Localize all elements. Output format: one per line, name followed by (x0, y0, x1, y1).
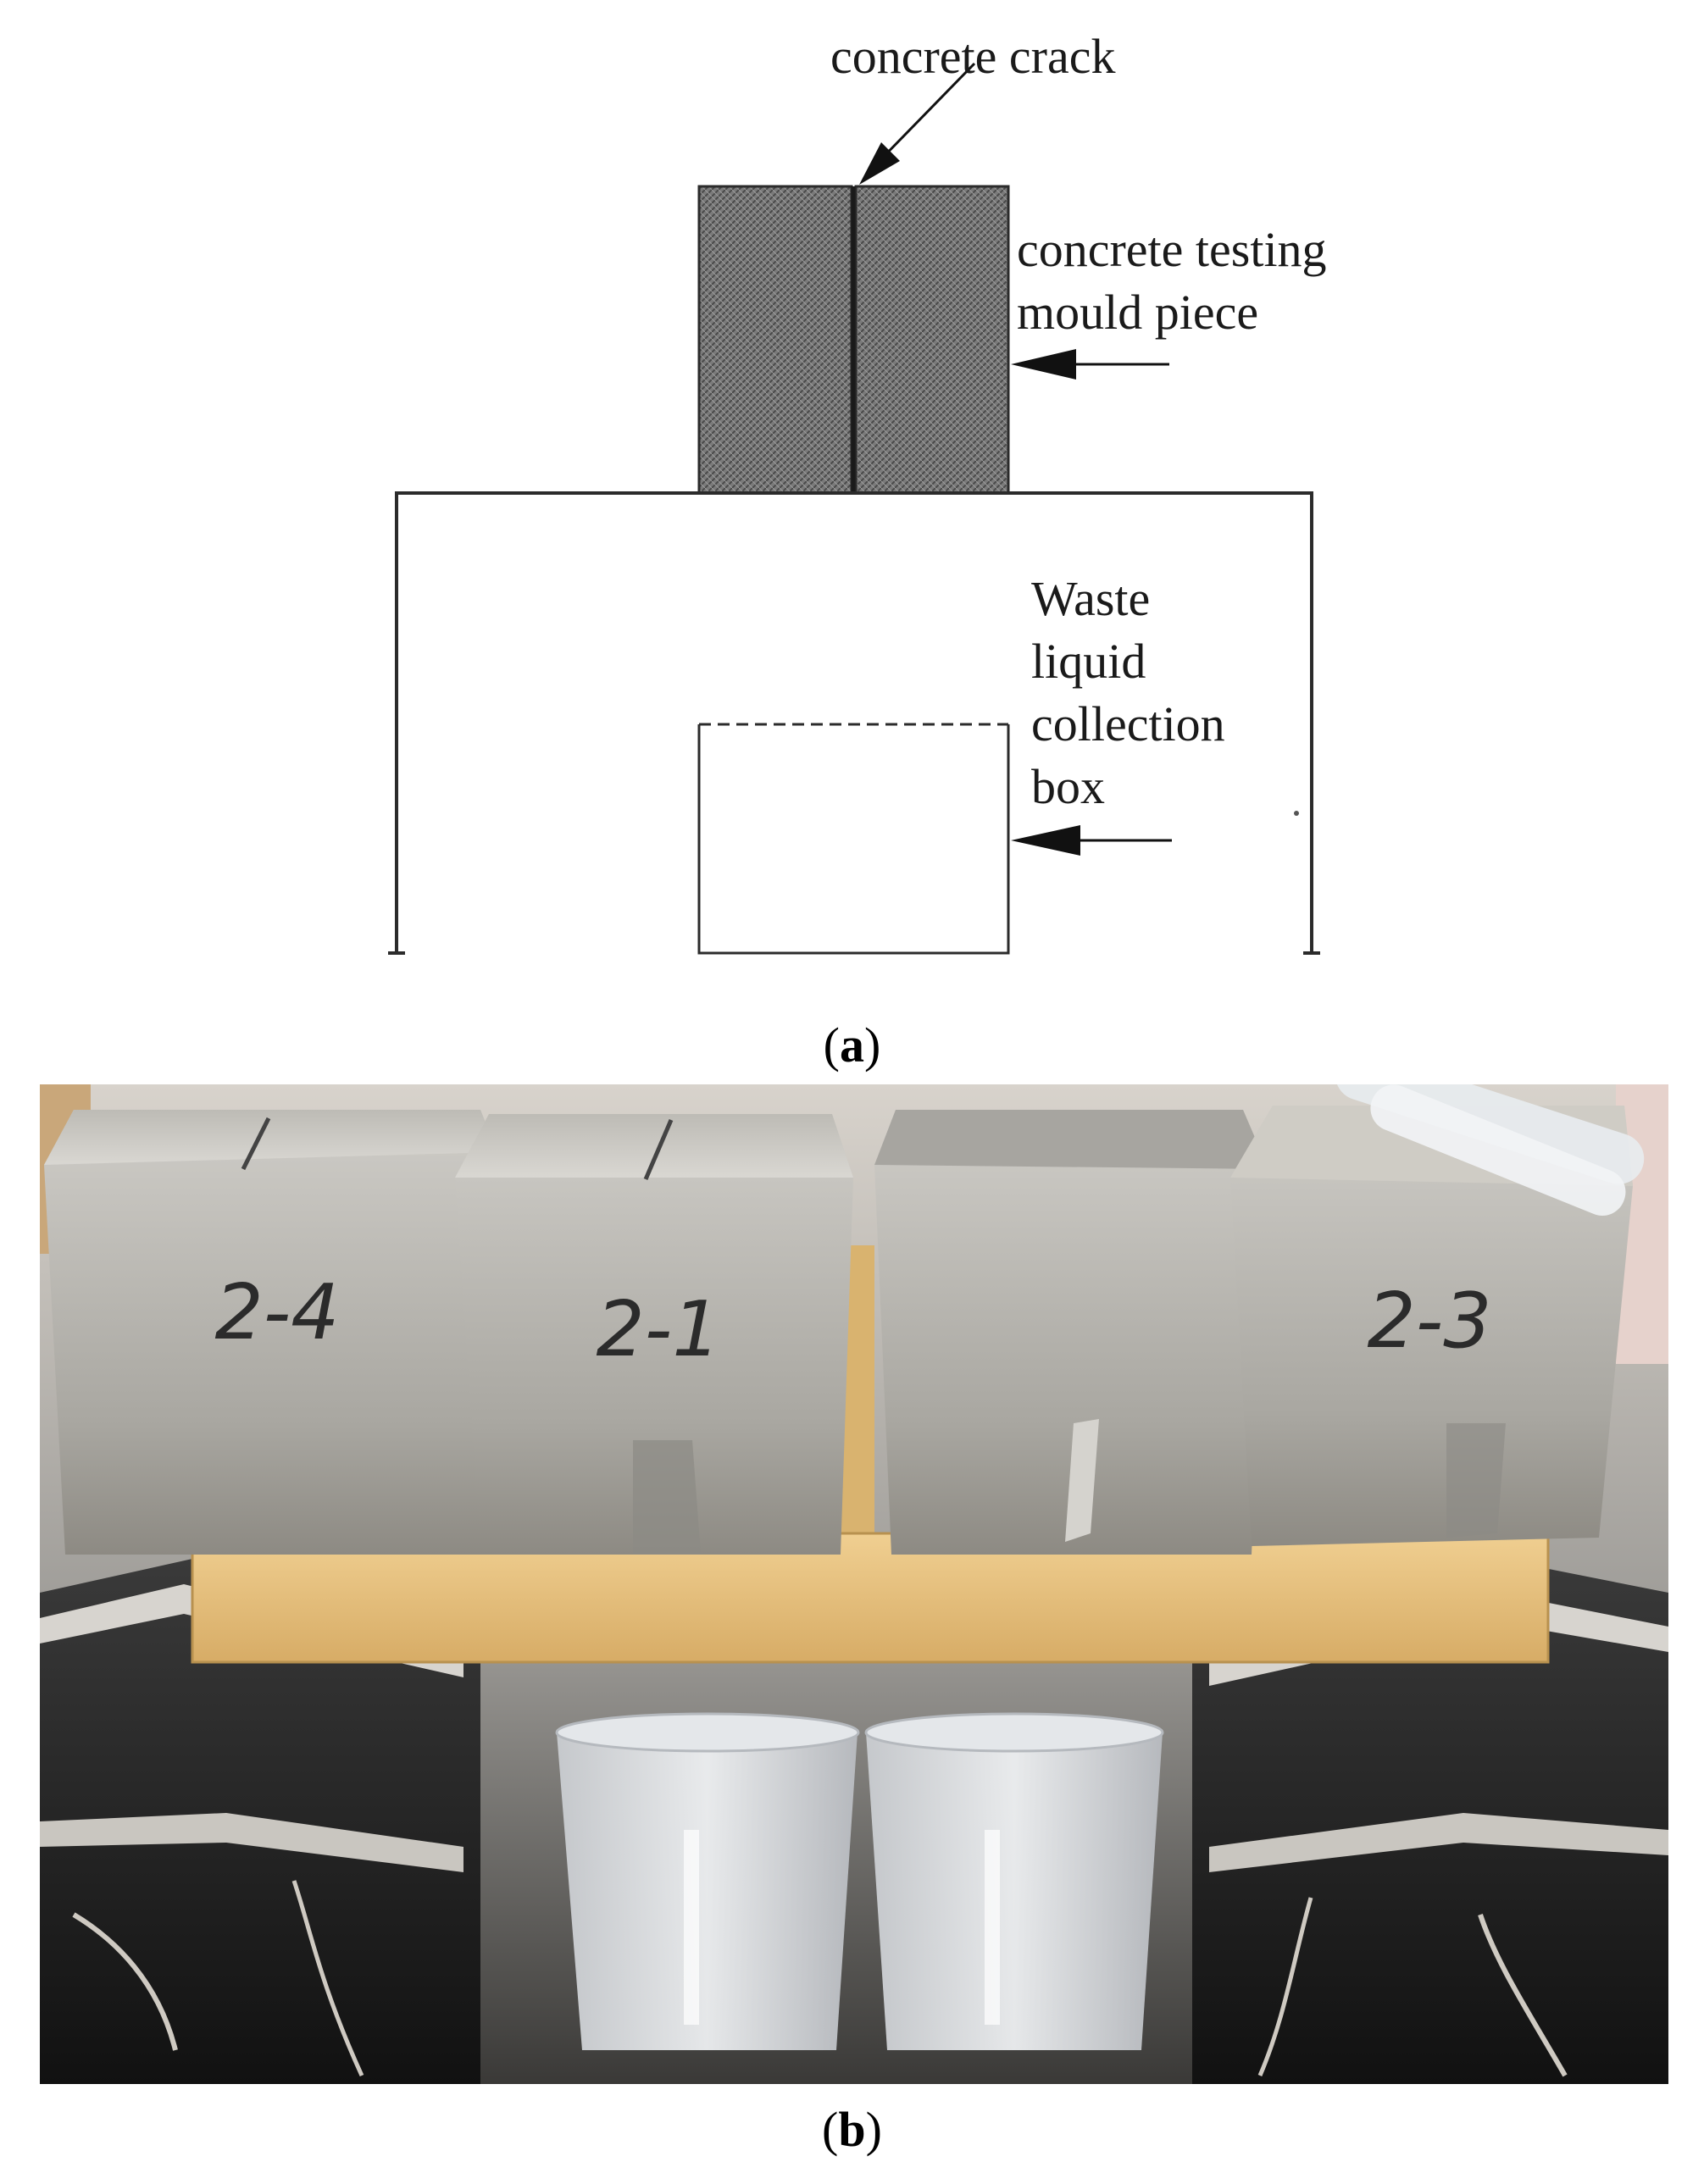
mould-left (40, 1559, 480, 2084)
label-box-line-4: box (1031, 759, 1105, 814)
concrete-cube-3 (874, 1110, 1268, 1555)
label-box-line-3: collection (1031, 696, 1225, 751)
label-box-line-1: Waste (1031, 571, 1151, 626)
beaker-left (555, 1712, 860, 2050)
concrete-cube-1 (44, 1110, 497, 1555)
caption-b-letter: b (838, 2102, 866, 2157)
label-mould-piece: concrete testing mould piece (1017, 219, 1327, 344)
wood-beam (191, 1532, 1550, 1664)
label-mould-line-2: mould piece (1017, 285, 1259, 341)
specimen-mark-4: 2-3 (1368, 1277, 1492, 1366)
box-arrow (1011, 825, 1172, 856)
mould-right (1192, 1559, 1668, 2084)
support-frame (395, 491, 1313, 953)
stray-dot (1294, 811, 1299, 816)
caption-a-letter: a (840, 1017, 864, 1073)
concrete-cube-2 (455, 1114, 853, 1555)
test-setup-photo: 2-4 2-1 2-3 (40, 1084, 1668, 2084)
schematic-diagram (388, 62, 1320, 955)
specimen-mark-1: 2-4 (215, 1268, 340, 1357)
label-box-line-2: liquid (1031, 634, 1146, 689)
collection-box (697, 723, 1010, 955)
caption-b: (b) (822, 2102, 882, 2157)
beaker-right (864, 1712, 1164, 2050)
plastic-tubes (1335, 1084, 1645, 1216)
mould-arrow (1011, 349, 1169, 380)
label-mould-line-1: concrete testing (1017, 222, 1327, 277)
label-concrete-crack: concrete crack (830, 29, 1116, 84)
caption-a: (a) (823, 1017, 881, 1073)
specimen-mark-2: 2-1 (597, 1285, 721, 1374)
label-collection-box: Waste liquid collection box (1031, 568, 1225, 818)
concrete-specimen (697, 185, 1010, 495)
crack-arrow (859, 62, 976, 185)
